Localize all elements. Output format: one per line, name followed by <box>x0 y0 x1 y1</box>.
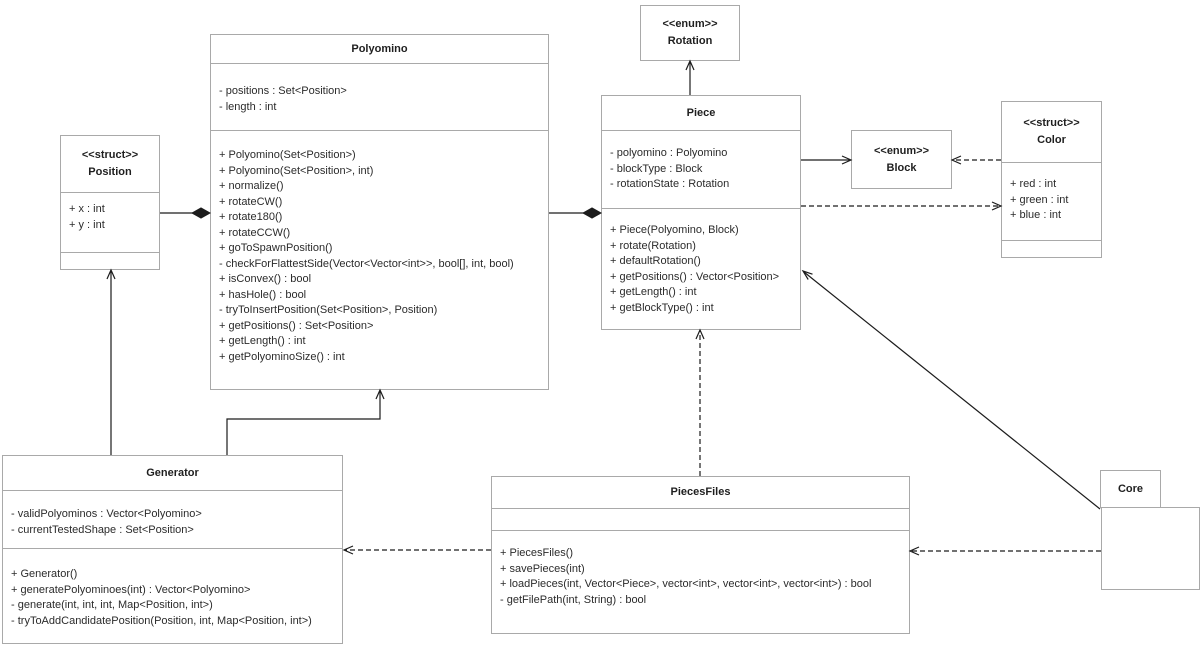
composition-piece-polyomino <box>549 207 603 219</box>
class-piecesfiles-attributes <box>492 509 909 531</box>
method: + Polyomino(Set<Position>, int) <box>219 164 374 177</box>
method: - tryToAddCandidatePosition(Position, in… <box>11 614 312 627</box>
class-position-stereotype: <<struct>> <box>81 149 139 161</box>
method: + getBlockType() : int <box>610 301 714 314</box>
method: + normalize() <box>219 180 284 192</box>
struct-color-header: <<struct>> Color <box>1002 102 1101 163</box>
dependency-core-piecesfiles <box>908 546 1101 556</box>
class-polyomino-methods: + Polyomino(Set<Position>) + Polyomino(S… <box>211 131 548 389</box>
dependency-piece-color <box>801 201 1003 211</box>
struct-color-methods <box>1002 241 1101 257</box>
class-polyomino-title: Polyomino <box>351 42 408 55</box>
class-piece-attributes: - polyomino : Polyomino - blockType : Bl… <box>602 131 800 209</box>
method: + Generator() <box>11 568 78 580</box>
dependency-piecesfiles-piece <box>695 328 705 476</box>
association-piece-rotation <box>685 59 695 95</box>
class-piecesfiles-title: PiecesFiles <box>670 486 731 498</box>
method: + loadPieces(int, Vector<Piece>, vector<… <box>500 578 872 590</box>
method: - tryToInsertPosition(Set<Position>, Pos… <box>219 304 438 316</box>
enum-rotation-header: <<enum>> Rotation <box>641 6 739 60</box>
attribute: - length : int <box>219 100 277 113</box>
method: + getLength() : int <box>610 286 697 298</box>
struct-color-title: Color <box>1037 134 1066 146</box>
class-polyomino-attributes: - positions : Set<Position> - length : i… <box>211 64 548 131</box>
attribute: + red : int <box>1010 178 1057 190</box>
class-position-title: Position <box>88 166 132 178</box>
class-generator-methods: + Generator() + generatePolyominoes(int)… <box>3 549 342 643</box>
enum-block-header: <<enum>> Block <box>852 131 951 188</box>
class-piecesfiles[interactable]: PiecesFiles + PiecesFiles() + savePieces… <box>491 476 910 634</box>
method: + getLength() : int <box>219 335 306 347</box>
class-piece-header: Piece <box>602 96 800 131</box>
enum-block-title: Block <box>886 161 917 174</box>
method: + hasHole() : bool <box>219 288 307 301</box>
method: - generate(int, int, int, Map<Position, … <box>11 599 213 611</box>
class-position-methods <box>61 253 159 269</box>
method: + PiecesFiles() <box>500 547 574 559</box>
class-generator[interactable]: Generator - validPolyominos : Vector<Pol… <box>2 455 343 644</box>
method: + generatePolyominoes(int) : Vector<Poly… <box>11 583 251 596</box>
class-generator-title: Generator <box>146 466 199 479</box>
class-piecesfiles-header: PiecesFiles <box>492 477 909 509</box>
enum-rotation-stereotype: <<enum>> <box>662 18 718 30</box>
attribute: - currentTestedShape : Set<Position> <box>11 523 194 536</box>
class-polyomino[interactable]: Polyomino - positions : Set<Position> - … <box>210 34 549 390</box>
class-piece-title: Piece <box>686 106 716 119</box>
method: + getPositions() : Set<Position> <box>219 319 374 332</box>
method: + Piece(Polyomino, Block) <box>610 224 739 236</box>
enum-block-stereotype: <<enum>> <box>873 144 930 157</box>
method: + getPositions() : Vector<Position> <box>610 270 780 283</box>
package-core-tab[interactable]: Core <box>1100 470 1161 508</box>
attribute: - rotationState : Rotation <box>610 178 730 190</box>
attribute: - polyomino : Polyomino <box>610 147 728 159</box>
class-piecesfiles-methods: + PiecesFiles() + savePieces(int) + load… <box>492 531 909 633</box>
class-piece[interactable]: Piece - polyomino : Polyomino - blockTyp… <box>601 95 801 330</box>
class-generator-header: Generator <box>3 456 342 491</box>
association-generator-position <box>106 268 116 455</box>
attribute: - positions : Set<Position> <box>219 85 347 97</box>
struct-color-stereotype: <<struct>> <box>1023 117 1080 129</box>
association-piece-block <box>801 155 853 165</box>
method: + isConvex() : bool <box>219 273 312 285</box>
method: - getFilePath(int, String) : bool <box>500 593 647 606</box>
class-position-header: <<struct>> Position <box>61 136 159 193</box>
struct-color-attributes: + red : int + green : int + blue : int <box>1002 163 1101 241</box>
association-generator-polyomino <box>226 388 385 455</box>
method: + rotateCW() <box>219 195 283 208</box>
class-piece-methods: + Piece(Polyomino, Block) + rotate(Rotat… <box>602 209 800 329</box>
dependency-piecesfiles-generator <box>342 545 491 555</box>
class-position-attributes: + x : int + y : int <box>61 193 159 253</box>
attribute: + blue : int <box>1010 209 1062 221</box>
enum-rotation-title: Rotation <box>667 35 713 47</box>
class-position[interactable]: <<struct>> Position + x : int + y : int <box>60 135 160 270</box>
struct-color[interactable]: <<struct>> Color + red : int + green : i… <box>1001 101 1102 258</box>
package-core-body[interactable] <box>1101 507 1200 590</box>
attribute: - blockType : Block <box>610 162 703 175</box>
method: + savePieces(int) <box>500 562 585 575</box>
method: + getPolyominoSize() : int <box>219 350 345 363</box>
enum-rotation[interactable]: <<enum>> Rotation <box>640 5 740 61</box>
attribute: + x : int <box>69 203 105 215</box>
dependency-color-block <box>950 155 1001 165</box>
method: + defaultRotation() <box>610 255 701 267</box>
attribute: - validPolyominos : Vector<Polyomino> <box>11 508 202 520</box>
method: + rotate180() <box>219 211 283 223</box>
class-generator-attributes: - validPolyominos : Vector<Polyomino> - … <box>3 491 342 549</box>
method: + rotateCCW() <box>219 226 291 239</box>
class-polyomino-header: Polyomino <box>211 35 548 64</box>
enum-block[interactable]: <<enum>> Block <box>851 130 952 189</box>
association-core-piece <box>801 269 1101 510</box>
method: + rotate(Rotation) <box>610 239 696 252</box>
package-core-title: Core <box>1117 483 1144 495</box>
method: + goToSpawnPosition() <box>219 242 333 254</box>
method: - checkForFlattestSide(Vector<Vector<int… <box>219 257 514 270</box>
composition-polyomino-position <box>160 207 212 219</box>
attribute: + y : int <box>69 218 105 231</box>
method: + Polyomino(Set<Position>) <box>219 149 356 161</box>
attribute: + green : int <box>1010 193 1069 206</box>
